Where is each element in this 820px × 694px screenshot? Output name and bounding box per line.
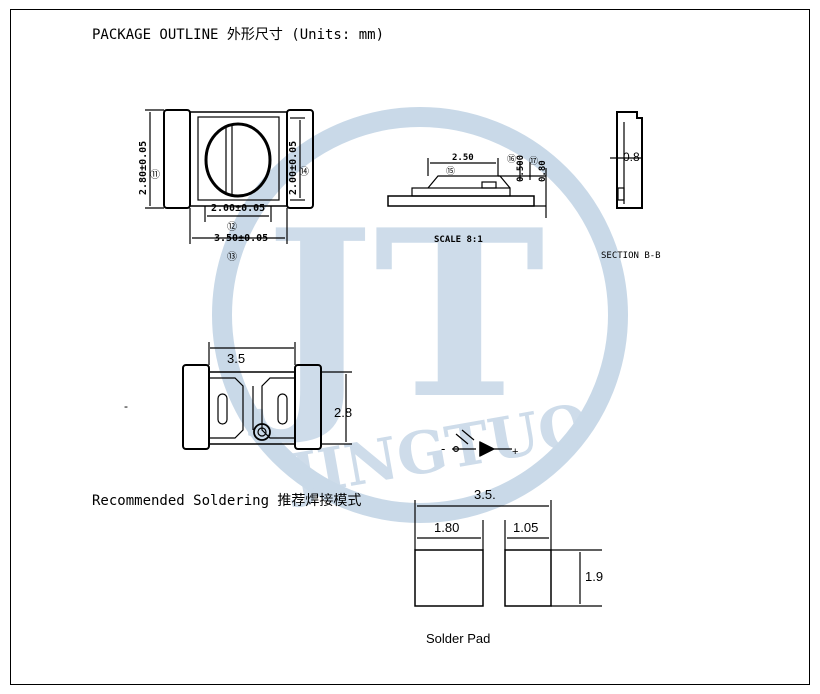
section-view — [610, 111, 643, 209]
dim-side-b: 0.80 — [538, 160, 548, 182]
pad-dim-right: 1.05 — [513, 520, 539, 535]
polarity-plus: + — [512, 446, 519, 458]
callout-13: ⑬ — [227, 252, 237, 263]
section-label: SECTION B-B — [601, 251, 661, 261]
dim-height-left: 2.80±0.05 — [138, 140, 149, 195]
led-symbol — [452, 429, 512, 457]
pad-dim-total: 3.5. — [474, 487, 496, 502]
polarity-minus: - — [441, 441, 446, 456]
section-dim: 0.8 — [623, 150, 640, 164]
dim-height-right: 2.00±0.05 — [288, 140, 299, 195]
callout-15: ⑮ — [446, 167, 456, 177]
pad-dim-left: 1.80 — [434, 520, 460, 535]
scale-label: SCALE 8:1 — [434, 235, 483, 245]
dim-width-inner: 2.00±0.05 — [211, 203, 266, 214]
dim-side-top: 2.50 — [452, 153, 474, 163]
dim-side-a: 0.500 — [516, 154, 526, 182]
soldering-heading: Recommended Soldering 推荐焊接模式 — [92, 493, 362, 509]
side-view — [387, 158, 547, 218]
watermark-monogram: JT — [248, 180, 545, 450]
dim-width-outer: 3.50±0.05 — [214, 233, 269, 244]
solder-pad-caption: Solder Pad — [426, 631, 491, 646]
callout-16: ⑯ — [507, 155, 517, 165]
callout-12: ⑫ — [227, 222, 237, 233]
callout-17: ⑰ — [529, 157, 539, 167]
bottom-view — [182, 342, 352, 450]
callout-11: ⑪ — [150, 170, 160, 181]
dim-bottom-width: 3.5 — [227, 351, 246, 366]
top-view — [145, 109, 314, 244]
callout-14: ⑭ — [299, 167, 309, 178]
solder-pad-drawing — [414, 500, 602, 607]
stray-dash: - — [124, 399, 128, 413]
page-title: PACKAGE OUTLINE 外形尺寸 (Units: mm) — [92, 27, 385, 43]
pad-dim-height: 1.9 — [585, 569, 604, 584]
drawing-frame — [10, 9, 810, 685]
watermark-ring — [212, 107, 628, 523]
dim-bottom-height: 2.8 — [334, 405, 353, 420]
